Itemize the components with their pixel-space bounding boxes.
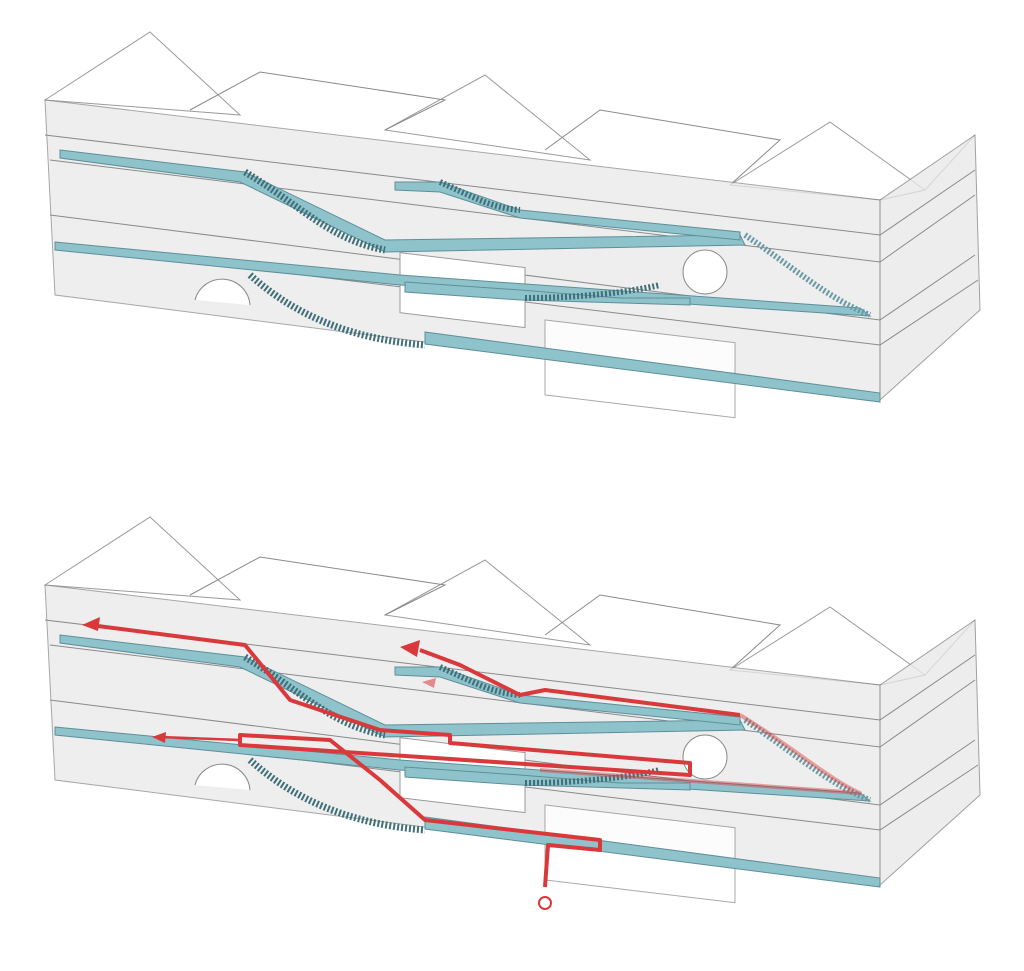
route-branch-lower bbox=[159, 735, 241, 742]
arrow-head-icon bbox=[152, 732, 166, 743]
route-right-loop bbox=[539, 713, 862, 795]
arrow-head-icon bbox=[82, 617, 100, 631]
route-main bbox=[89, 623, 692, 888]
route-start-marker bbox=[538, 896, 552, 910]
arrow-head-icon bbox=[400, 640, 420, 657]
diagram-bottom bbox=[45, 517, 980, 910]
route-upper bbox=[419, 648, 741, 717]
arrow-head-icon bbox=[422, 678, 436, 688]
diagram-top bbox=[45, 32, 980, 418]
circulation-route bbox=[82, 617, 862, 910]
